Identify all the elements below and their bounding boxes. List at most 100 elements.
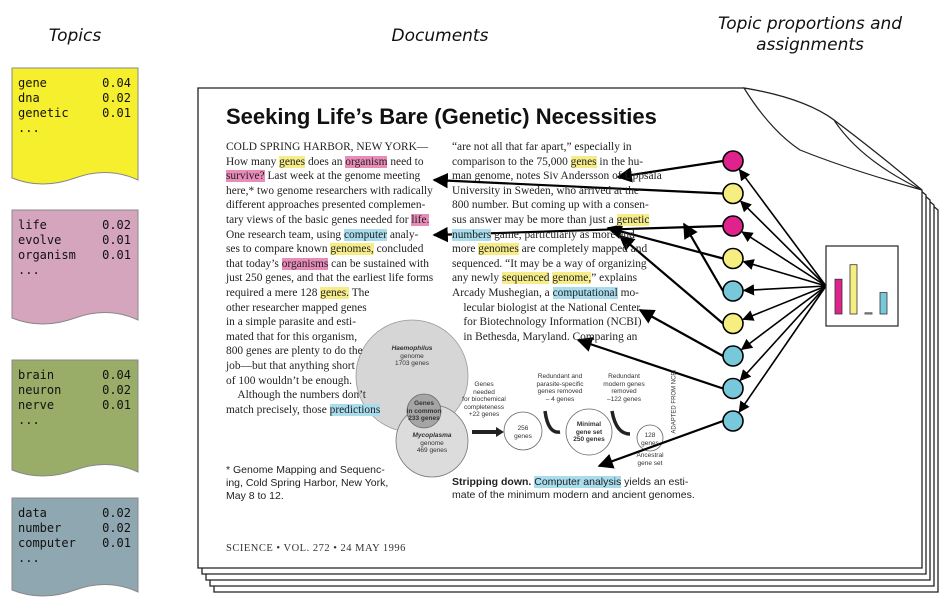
article-line: sequenced. “It may be a way of organizin… xyxy=(452,257,662,272)
proportions-histogram-bars xyxy=(834,264,888,315)
article-line: 800 number. But coming up with a consen- xyxy=(452,198,662,213)
topic-word: data xyxy=(18,506,47,520)
highlighted-word: survive? xyxy=(226,170,265,183)
topic-word: evolve xyxy=(18,233,62,247)
article-text: that today’s xyxy=(226,257,282,270)
topic-assignment-dot xyxy=(722,182,744,205)
topic-ellipsis: ... xyxy=(18,551,40,565)
topic-word: organism xyxy=(18,248,76,262)
proportion-bar xyxy=(849,264,858,315)
highlighted-word: genomes xyxy=(478,243,519,256)
topic-word: gene xyxy=(18,76,47,90)
article-text: for Biotechnology Information (NCBI) xyxy=(452,316,642,329)
article-line: Although the numbers don’t xyxy=(226,388,433,403)
topic-word-prob: 0.01 xyxy=(102,398,131,412)
label-common: Genes in common 233 genes xyxy=(406,400,442,422)
article-text: just 250 genes, and that the earliest li… xyxy=(226,272,434,285)
topic-word-prob: 0.04 xyxy=(102,76,131,90)
word-assignment-arrow xyxy=(616,159,724,183)
highlighted-word: predictions xyxy=(329,403,381,416)
caption-highlight: Computer analysis xyxy=(534,476,622,488)
figure-caption: Stripping down. Computer analysis yields… xyxy=(452,476,695,502)
topic-word: nerve xyxy=(18,398,55,412)
article-line: “are not all that far apart,” especially… xyxy=(452,140,662,155)
article-line: more genomes are completely mapped and xyxy=(452,242,662,257)
article-text: mated that for this organism, xyxy=(226,330,358,343)
topic-word-prob: 0.01 xyxy=(102,536,131,550)
topic-word: number xyxy=(18,521,62,535)
article-text: COLD SPRING HARBOR, NEW YORK— xyxy=(226,141,429,153)
article-title: Seeking Life’s Bare (Genetic) Necessitie… xyxy=(226,104,657,129)
article-text: 800 genes are plenty to do the xyxy=(226,345,363,358)
caption-rest-1: yields an esti- xyxy=(621,476,689,488)
article-line: other researcher mapped genes xyxy=(226,301,433,316)
article-line: in a simple parasite and esti- xyxy=(226,315,433,330)
article-line: different approaches presented complemen… xyxy=(226,198,433,213)
article-text: in a simple parasite and esti- xyxy=(226,316,357,329)
topics-header: Topics xyxy=(48,26,102,46)
article-text: of 100 wouldn’t be enough. xyxy=(226,374,353,387)
article-line: job—but that anything short xyxy=(226,359,433,374)
label-256: 256 genes xyxy=(514,425,532,440)
article-line: sus answer may be more than just a genet… xyxy=(452,213,662,228)
article-line: required a mere 128 genes. The xyxy=(226,286,433,301)
article-text: here,* two genome researchers with radic… xyxy=(226,184,433,197)
label-minimal: Minimal gene set 250 genes xyxy=(573,421,605,443)
word-assignment-arrow xyxy=(432,172,724,195)
article-line: Arcady Mushegian, a computational mo- xyxy=(452,286,662,301)
article-text: required a mere 128 xyxy=(226,286,321,299)
topic-ellipsis: ... xyxy=(18,263,40,277)
article-text: lecular biologist at the National Center xyxy=(452,301,641,314)
article-line: just 250 genes, and that the earliest li… xyxy=(226,271,433,286)
article-line: How many genes does an organism need to xyxy=(226,155,433,170)
topic-word-prob: 0.02 xyxy=(102,91,131,105)
article-text: tary views of the basic genes needed for xyxy=(226,213,412,226)
topic-word-row: organism 0.01 xyxy=(12,248,138,263)
article-text: Arcady Mushegian, a xyxy=(452,286,553,299)
topic-word-prob: 0.01 xyxy=(102,106,131,120)
article-line: man genome, notes Siv Andersson of Uppsa… xyxy=(452,169,662,184)
article-line: that today’s organisms can be sustained … xyxy=(226,257,433,272)
topic-word-row: genetic 0.01 xyxy=(12,106,138,121)
topic-ellipsis: ... xyxy=(18,121,40,135)
article-line: survive? Last week at the genome meeting xyxy=(226,169,433,184)
word-assignment-arrow xyxy=(576,337,724,390)
article-line: of 100 wouldn’t be enough. xyxy=(226,374,433,389)
article-line: here,* two genome researchers with radic… xyxy=(226,184,433,199)
article-text: in Bethesda, Maryland. Comparing an xyxy=(452,330,638,343)
topic-card-life xyxy=(11,209,139,325)
label-redundant-1: Redundant and parasite-specific genes re… xyxy=(536,373,584,403)
article-line: in Bethesda, Maryland. Comparing an xyxy=(452,330,662,345)
article-text: mo- xyxy=(617,286,639,299)
article-text: in the hu- xyxy=(596,155,644,168)
article-text: ses to compare known xyxy=(226,243,331,256)
proportion-to-dot-arrow xyxy=(741,231,827,287)
topic-word-prob: 0.02 xyxy=(102,383,131,397)
topic-word: computer xyxy=(18,536,76,550)
article-text: concluded xyxy=(373,243,424,256)
topic-word-prob: 0.01 xyxy=(102,248,131,262)
topic-word-row: nerve 0.01 xyxy=(12,398,138,413)
article-figure xyxy=(355,319,664,478)
caption-bold: Stripping down. xyxy=(452,476,532,488)
label-ancestral: Ancestral gene set xyxy=(636,452,664,467)
highlighted-word: genomes, xyxy=(330,243,374,256)
highlighted-word: numbers xyxy=(452,228,492,241)
topic-card-brain xyxy=(11,359,139,477)
article-footnote: * Genome Mapping and Sequenc- ing, Cold … xyxy=(226,464,389,502)
topic-word: genetic xyxy=(18,106,69,120)
highlighted-word: genes xyxy=(279,155,306,168)
topic-ellipsis: ... xyxy=(18,413,40,427)
topic-assignment-dot xyxy=(722,410,744,432)
topic-card-gene xyxy=(11,67,139,185)
article-text: Although the numbers don’t xyxy=(226,389,366,402)
article-line: 800 genes are plenty to do the xyxy=(226,344,433,359)
proportion-to-dot-arrow xyxy=(742,259,827,287)
article-line: One research team, using computer analy- xyxy=(226,228,433,243)
page-curl xyxy=(742,87,923,191)
article-footer: SCIENCE • VOL. 272 • 24 MAY 1996 xyxy=(226,543,406,554)
